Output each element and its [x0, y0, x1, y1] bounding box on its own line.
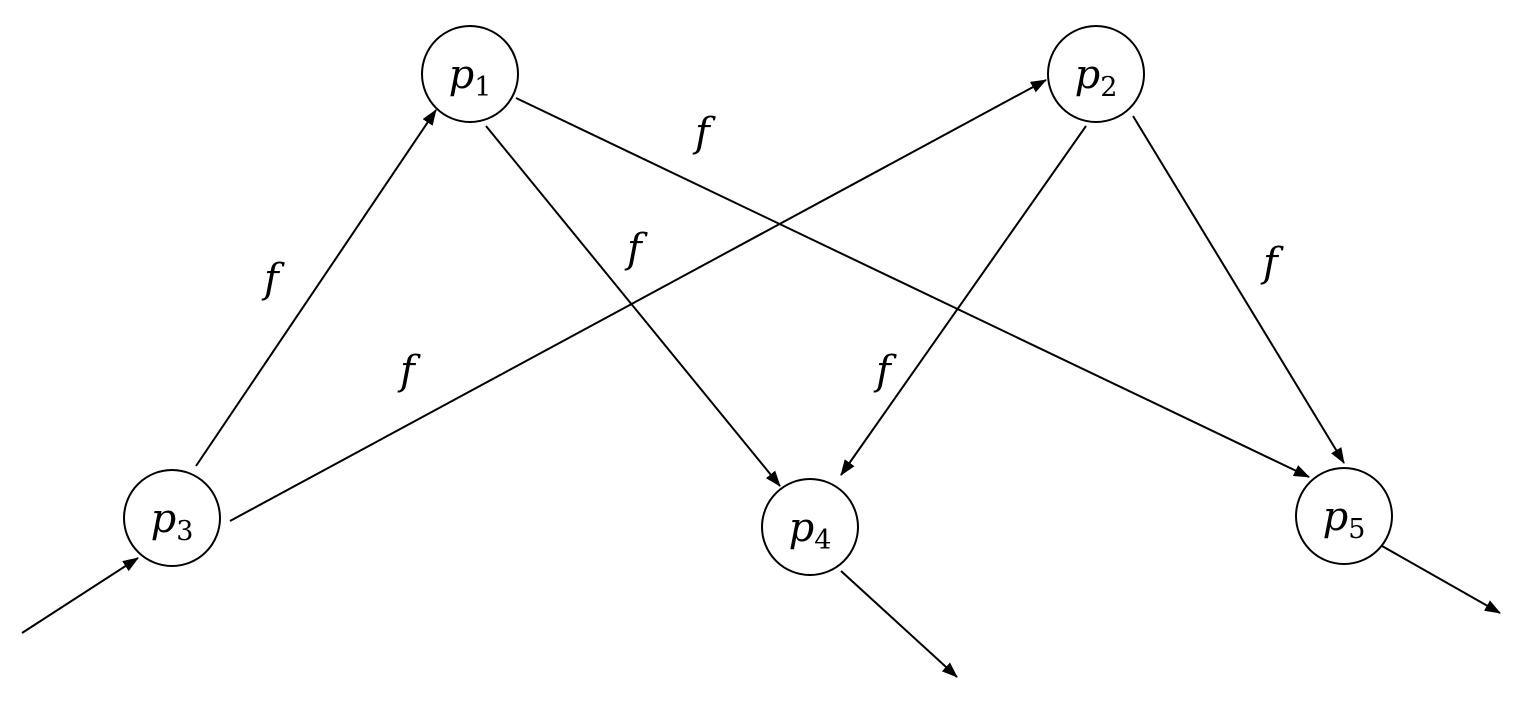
edge-label-p1-p5: f: [692, 110, 716, 156]
node-p3-label: p3: [151, 496, 194, 547]
node-p4-letter: p: [789, 505, 815, 551]
nodes-layer: p1 p2 p3 p4 p5: [123, 25, 1393, 576]
edge-label-p3-p1: f: [261, 256, 285, 302]
edge-p2-p5: [1132, 115, 1345, 464]
edge-p1-p4: [485, 125, 781, 487]
node-p3-letter: p: [151, 496, 177, 542]
edge-labels-layer: f f f f f f: [261, 110, 1284, 394]
edge-in-p3: [21, 557, 139, 634]
node-p2-circle: [1047, 25, 1145, 123]
node-p4: p4: [761, 478, 859, 576]
node-p4-circle: [761, 478, 859, 576]
edge-p3-p1: [195, 109, 437, 467]
node-p4-label: p4: [789, 505, 832, 556]
edge-label-p1-p4: f: [624, 226, 648, 272]
node-p5-label: p5: [1323, 494, 1366, 545]
node-p2-label: p2: [1075, 52, 1118, 103]
edge-label-p3-p2: f: [397, 348, 421, 394]
node-p3-circle: [123, 469, 221, 567]
node-p1-label: p1: [449, 52, 492, 103]
node-p1-letter: p: [449, 52, 475, 98]
node-p2: p2: [1047, 25, 1145, 123]
node-p2-letter: p: [1075, 52, 1101, 98]
node-p5-circle: [1295, 467, 1393, 565]
edge-p3-p2: [229, 79, 1047, 522]
edge-p2-p4: [840, 125, 1087, 476]
edges-layer: [21, 79, 1501, 678]
edge-label-p2-p4: f: [873, 348, 897, 394]
node-p5-letter: p: [1323, 494, 1349, 540]
node-p5-subscript: 5: [1348, 514, 1365, 545]
node-p4-subscript: 4: [814, 525, 831, 556]
node-p3-subscript: 3: [176, 516, 193, 547]
node-p1-circle: [421, 25, 519, 123]
edge-label-p2-p5: f: [1260, 240, 1284, 286]
node-p1-subscript: 1: [474, 72, 491, 103]
edge-p4-out: [840, 570, 958, 678]
node-p3: p3: [123, 469, 221, 567]
edge-p1-p5: [515, 97, 1310, 478]
edge-p5-out: [1381, 545, 1501, 614]
node-p1: p1: [421, 25, 519, 123]
node-p2-subscript: 2: [1100, 72, 1117, 103]
node-p5: p5: [1295, 467, 1393, 565]
